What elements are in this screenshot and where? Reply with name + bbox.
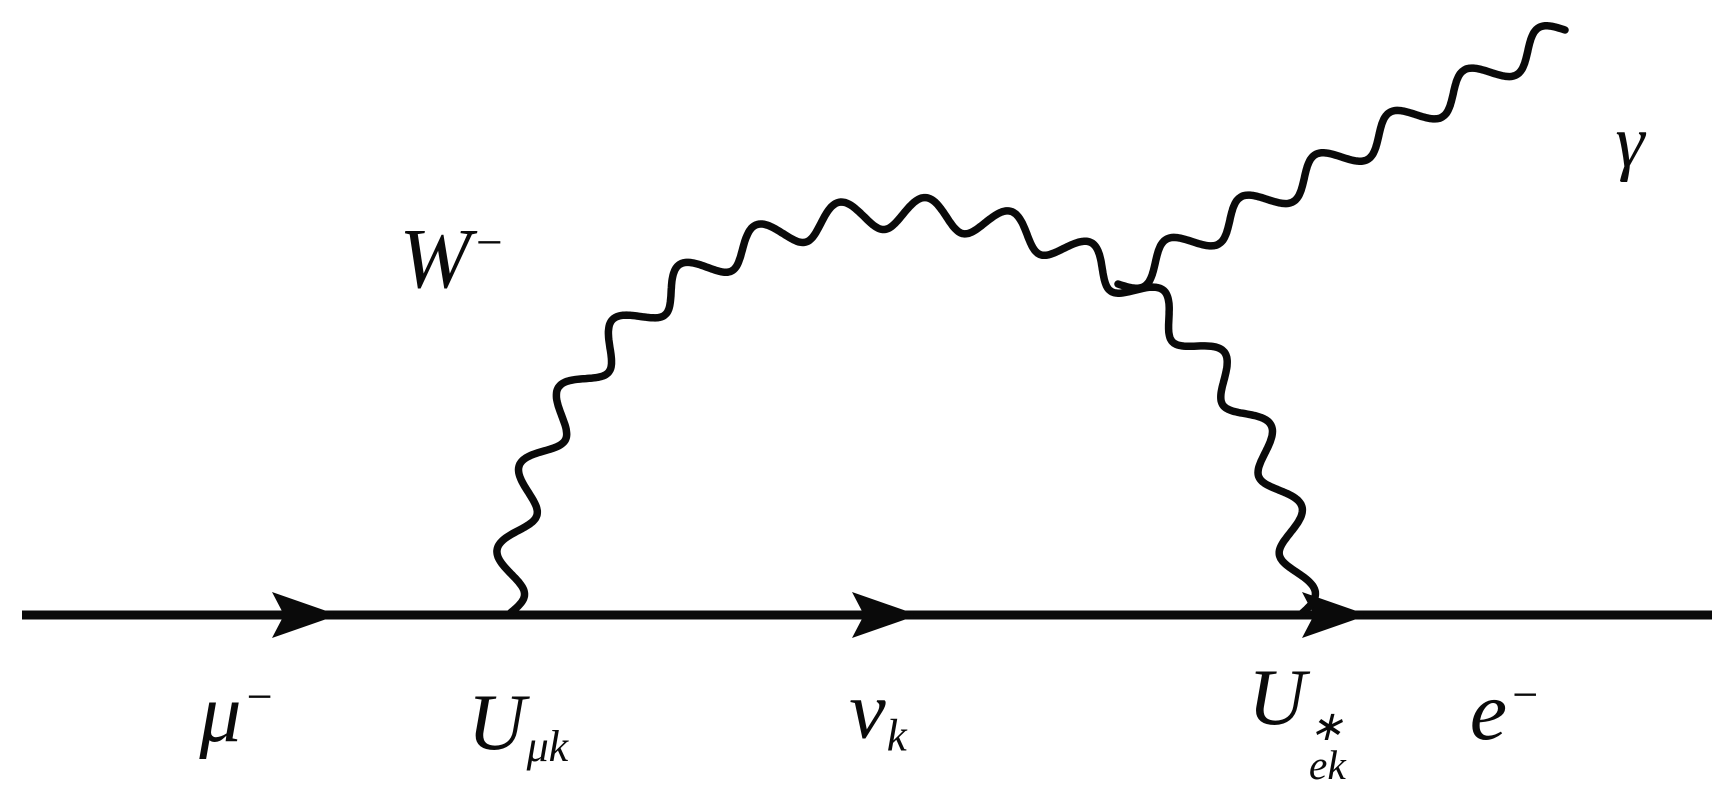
neutrino-arrow-icon [852, 592, 918, 638]
label-photon: γ [1615, 105, 1644, 179]
mixing-right-subscript: ek [1308, 742, 1346, 789]
muon-symbol: μ [199, 667, 242, 760]
label-w-boson: W− [399, 215, 505, 301]
mixing-right-conjugate: ∗ [1308, 702, 1344, 749]
label-neutrino: νk [849, 669, 907, 761]
photon-symbol: γ [1615, 101, 1645, 183]
label-mixing-right: U∗ek [1248, 658, 1346, 786]
label-muon: μ− [199, 672, 274, 756]
mixing-left-symbol: U [467, 678, 526, 767]
electron-symbol: e [1469, 665, 1508, 758]
mixing-right-scripts: ∗ek [1308, 702, 1346, 789]
neutrino-subscript: k [886, 710, 907, 761]
label-mixing-left: Uμk [468, 683, 568, 769]
electron-arrow-icon [1302, 592, 1368, 638]
electron-charge: − [1509, 669, 1541, 721]
w-boson-line [493, 193, 1320, 619]
w-symbol: W [399, 210, 471, 306]
photon-line [1114, 22, 1569, 292]
muon-arrow-icon [272, 592, 338, 638]
neutrino-symbol: ν [849, 664, 886, 756]
mixing-left-subscript: μk [526, 722, 569, 772]
label-electron: e− [1470, 670, 1540, 754]
muon-charge: − [243, 671, 275, 723]
w-charge: − [472, 216, 505, 269]
mixing-right-symbol: U [1248, 654, 1306, 743]
